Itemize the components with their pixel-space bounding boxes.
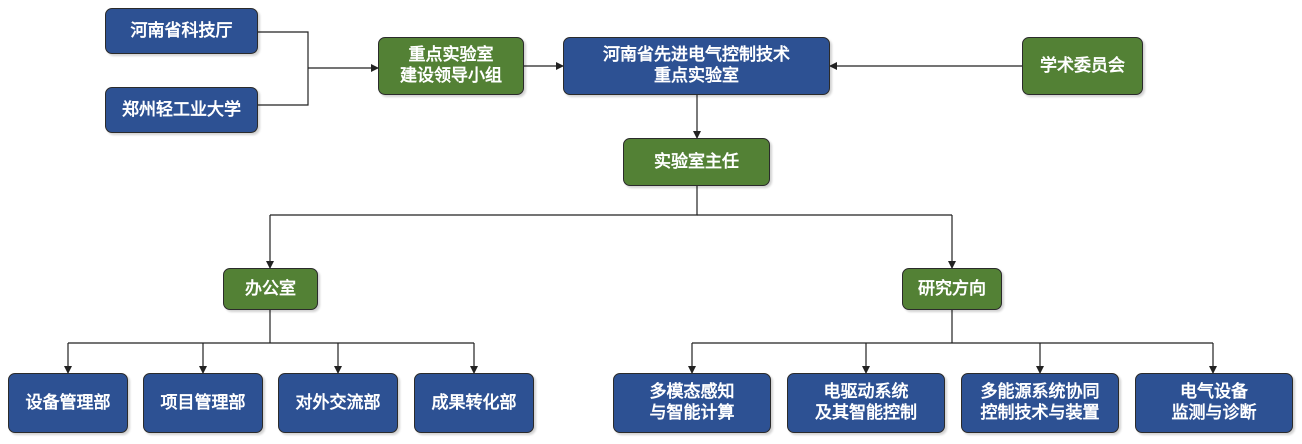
equipment-dept-node: 设备管理部 <box>8 373 128 433</box>
node-label: 对外交流部 <box>295 392 381 413</box>
zzuli-node: 郑州轻工业大学 <box>105 87 258 133</box>
node-label-line-1: 多能源系统协同 <box>980 382 1100 402</box>
node-label-line-1: 电驱动系统 <box>823 382 909 402</box>
building-group-node: 重点实验室 建设领导小组 <box>378 37 524 95</box>
node-label: 实验室主任 <box>654 151 739 172</box>
node-label: 办公室 <box>245 278 296 299</box>
node-label-line-2: 及其智能控制 <box>815 403 917 423</box>
electric-drive-node: 电驱动系统 及其智能控制 <box>787 373 945 433</box>
exchange-dept-node: 对外交流部 <box>278 373 398 433</box>
director-branch-line <box>270 186 698 216</box>
node-label-line-1: 河南省先进电气控制技术 <box>603 45 790 65</box>
node-label: 研究方向 <box>918 278 986 299</box>
node-label-line-2: 重点实验室 <box>654 66 739 86</box>
node-label-line-1: 电气设备 <box>1180 382 1248 402</box>
node-label: 成果转化部 <box>431 392 517 413</box>
key-lab-node: 河南省先进电气控制技术 重点实验室 <box>563 37 830 95</box>
achievement-dept-node: 成果转化部 <box>414 373 534 433</box>
office-node: 办公室 <box>223 268 318 310</box>
node-label: 河南省科技厅 <box>130 20 233 41</box>
lab-director-node: 实验室主任 <box>623 138 770 186</box>
multi-energy-node: 多能源系统协同 控制技术与装置 <box>961 373 1119 433</box>
academic-committee-node: 学术委员会 <box>1022 37 1143 95</box>
node-label-line-2: 与智能计算 <box>649 403 735 423</box>
sponsor-bracket-line <box>258 31 309 106</box>
node-label-line-1: 多模态感知 <box>649 382 735 402</box>
node-label: 项目管理部 <box>160 392 246 413</box>
henan-sti-node: 河南省科技厅 <box>105 8 258 54</box>
multimodal-sensing-node: 多模态感知 与智能计算 <box>613 373 771 433</box>
node-label-line-2: 控制技术与装置 <box>980 403 1100 423</box>
node-label: 设备管理部 <box>25 392 111 413</box>
node-label-line-1: 重点实验室 <box>408 45 494 65</box>
node-label-line-2: 监测与诊断 <box>1171 403 1257 423</box>
node-label: 郑州轻工业大学 <box>122 99 241 120</box>
research-directions-node: 研究方向 <box>902 268 1002 310</box>
project-dept-node: 项目管理部 <box>143 373 263 433</box>
node-label-line-2: 建设领导小组 <box>400 66 502 86</box>
equipment-monitoring-node: 电气设备 监测与诊断 <box>1135 373 1293 433</box>
node-label: 学术委员会 <box>1040 55 1125 76</box>
